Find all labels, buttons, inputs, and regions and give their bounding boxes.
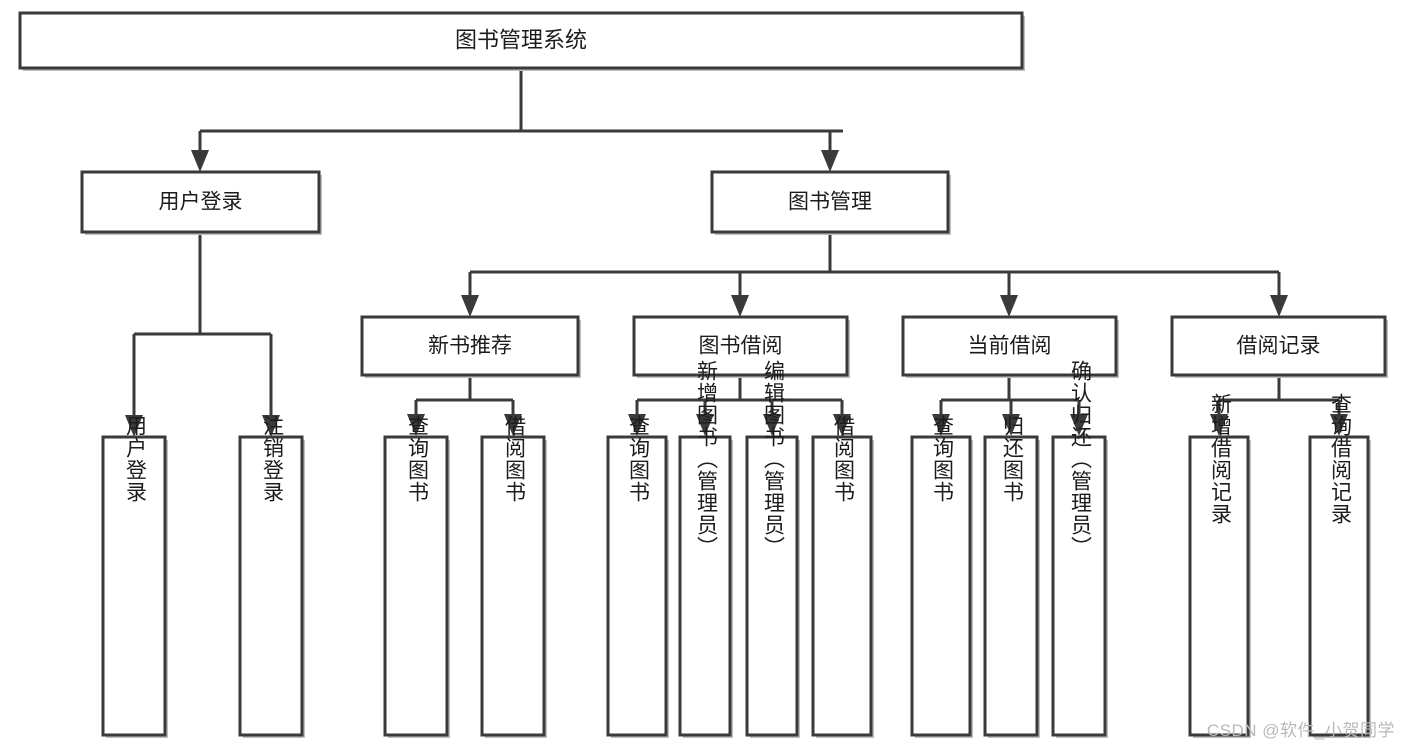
node-label: 当前借阅 xyxy=(968,335,1052,358)
node-label: 查询图书 xyxy=(626,415,650,503)
node-label: 确认归还（管理员） xyxy=(1068,360,1092,558)
node-leaf-add-record[interactable]: 新增借阅记录 xyxy=(1188,393,1251,738)
node-label: 借阅记录 xyxy=(1237,335,1321,358)
node-label: 用户登录 xyxy=(123,415,147,503)
arrow-to-book-borrow xyxy=(731,295,749,317)
node-new-book-recommend[interactable]: 新书推荐 xyxy=(360,315,581,378)
node-leaf-user-login[interactable]: 用户登录 xyxy=(101,415,168,738)
node-label: 新增图书（管理员） xyxy=(694,360,718,558)
node-rect[interactable] xyxy=(910,435,972,737)
connector-current-borrow-to-leaves xyxy=(932,375,1088,436)
connector-book-borrow-to-leaves xyxy=(628,375,851,436)
connector-borrow-record-to-leaves xyxy=(1210,375,1348,436)
arrow-to-new-book-recommend xyxy=(461,295,479,317)
node-rect[interactable] xyxy=(606,435,668,737)
node-label: 编辑图书（管理员） xyxy=(761,360,785,558)
node-label: 新书推荐 xyxy=(428,335,512,358)
node-book-manage[interactable]: 图书管理 xyxy=(710,170,951,235)
node-rect[interactable] xyxy=(18,11,1024,70)
node-label: 归还图书 xyxy=(1000,415,1024,503)
nodes-layer: 图书管理系统用户登录图书管理新书推荐图书借阅当前借阅借阅记录用户登录注销登录查询… xyxy=(18,11,1388,738)
node-label: 新增借阅记录 xyxy=(1208,393,1232,525)
node-rect[interactable] xyxy=(811,435,873,737)
connector-user-login-to-leaves xyxy=(125,232,280,437)
node-rect[interactable] xyxy=(80,170,321,234)
node-rect[interactable] xyxy=(983,435,1039,737)
node-rect[interactable] xyxy=(480,435,546,737)
node-rect[interactable] xyxy=(1051,435,1107,737)
node-leaf-query-record[interactable]: 查询借阅记录 xyxy=(1308,393,1371,738)
node-book-borrow[interactable]: 图书借阅 xyxy=(632,315,850,378)
node-rect[interactable] xyxy=(238,435,304,737)
node-rect[interactable] xyxy=(101,435,167,737)
node-label: 借阅图书 xyxy=(502,415,526,503)
node-leaf-confirm-return[interactable]: 确认归还（管理员） xyxy=(1051,360,1108,738)
node-rect[interactable] xyxy=(360,315,580,377)
arrow-to-user-login xyxy=(191,150,209,172)
node-user-login[interactable]: 用户登录 xyxy=(80,170,322,235)
node-leaf-borrow-book-1[interactable]: 借阅图书 xyxy=(480,415,547,738)
connector-new-book-recommend-to-leaves xyxy=(407,375,522,436)
node-label: 图书借阅 xyxy=(699,335,783,358)
node-label: 注销登录 xyxy=(260,415,284,503)
node-label: 查询图书 xyxy=(405,415,429,503)
node-label: 图书管理 xyxy=(788,191,872,214)
node-rect[interactable] xyxy=(745,435,799,737)
node-leaf-add-book[interactable]: 新增图书（管理员） xyxy=(678,360,733,738)
node-label: 图书管理系统 xyxy=(455,27,587,52)
node-leaf-query-book-2[interactable]: 查询图书 xyxy=(606,415,669,738)
node-rect[interactable] xyxy=(1308,435,1370,737)
node-rect[interactable] xyxy=(710,170,950,234)
node-rect[interactable] xyxy=(632,315,849,377)
node-rect[interactable] xyxy=(1170,315,1387,377)
node-leaf-edit-book[interactable]: 编辑图书（管理员） xyxy=(745,360,800,738)
node-leaf-borrow-book-2[interactable]: 借阅图书 xyxy=(811,415,874,738)
node-label: 查询图书 xyxy=(930,415,954,503)
node-leaf-query-book-1[interactable]: 查询图书 xyxy=(383,415,450,738)
node-rect[interactable] xyxy=(678,435,732,737)
node-current-borrow[interactable]: 当前借阅 xyxy=(901,315,1119,378)
node-leaf-logout[interactable]: 注销登录 xyxy=(238,415,305,738)
node-label: 查询借阅记录 xyxy=(1328,393,1352,525)
arrow-to-book-manage xyxy=(821,150,839,172)
node-borrow-record[interactable]: 借阅记录 xyxy=(1170,315,1388,378)
node-rect[interactable] xyxy=(383,435,449,737)
node-label: 用户登录 xyxy=(159,191,243,214)
node-leaf-query-book-3[interactable]: 查询图书 xyxy=(910,415,973,738)
arrow-to-current-borrow xyxy=(1000,295,1018,317)
node-leaf-return-book[interactable]: 归还图书 xyxy=(983,415,1040,738)
arrow-to-borrow-record xyxy=(1270,295,1288,317)
node-root[interactable]: 图书管理系统 xyxy=(18,11,1025,71)
node-rect[interactable] xyxy=(901,315,1118,377)
node-label: 借阅图书 xyxy=(831,415,855,503)
connector-book-manage-to-level3 xyxy=(461,232,1288,317)
node-rect[interactable] xyxy=(1188,435,1250,737)
connector-root-to-level2 xyxy=(191,68,843,172)
